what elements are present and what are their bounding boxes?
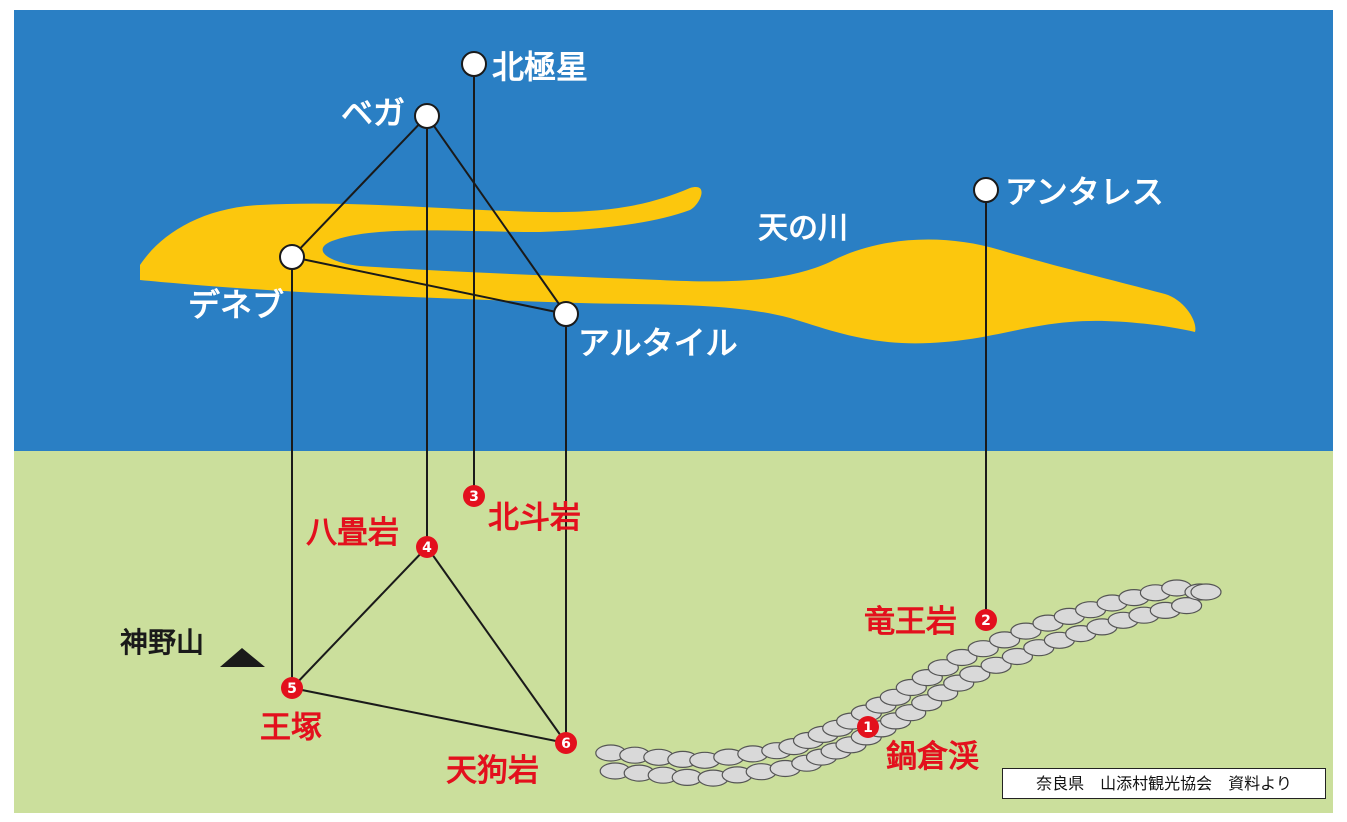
label-antares: アンタレス (1005, 173, 1164, 211)
path-stone (927, 659, 959, 677)
star-polaris-marker (461, 51, 487, 77)
label-polaris: 北極星 (492, 48, 588, 86)
path-stone (959, 665, 991, 683)
site-number-1: 1 (863, 720, 873, 736)
path-stone (1001, 647, 1034, 666)
site-number-3: 3 (469, 489, 479, 505)
site-marker-4: 4 (416, 536, 438, 558)
line-deneb-altair (291, 256, 567, 315)
label-site-3: 北斗岩 (488, 500, 581, 536)
path-stone (1010, 622, 1042, 640)
star-antares-marker (973, 177, 999, 203)
label-site-4: 八畳岩 (306, 515, 399, 551)
path-stone (1190, 583, 1222, 601)
site-number-6: 6 (561, 736, 571, 752)
site-marker-5: 5 (281, 677, 303, 699)
source-credit: 奈良県 山添村観光協会 資料より (1002, 768, 1326, 799)
path-stone (980, 656, 1012, 674)
label-site-6: 天狗岩 (446, 753, 539, 789)
label-deneb: デネブ (188, 286, 284, 324)
star-deneb-marker (279, 244, 305, 270)
line-hachijoiwa-tenguiwa (426, 546, 567, 744)
star-altair-marker (553, 301, 579, 327)
line-vega-deneb (291, 115, 428, 258)
label-milky-way: 天の川 (758, 211, 848, 246)
label-site-1: 鍋倉渓 (886, 739, 979, 775)
line-outsuka-tenguiwa (291, 687, 567, 744)
site-number-2: 2 (981, 613, 991, 629)
label-site-5: 王塚 (260, 710, 322, 746)
site-marker-1: 1 (857, 716, 879, 738)
star-markers (279, 51, 999, 327)
site-marker-6: 6 (555, 732, 577, 754)
path-stone (967, 640, 999, 658)
label-altair: アルタイル (578, 324, 738, 362)
label-site-2: 竜王岩 (864, 604, 957, 640)
site-number-4: 4 (422, 540, 432, 556)
label-vega: ベガ (341, 94, 405, 132)
line-hachijoiwa-outsuka (291, 546, 428, 689)
milky-way-band (140, 187, 1196, 344)
site-marker-3: 3 (463, 485, 485, 507)
label-mountain: 神野山 (120, 626, 204, 659)
site-markers: 1 2 3 4 5 6 (281, 485, 997, 754)
connection-lines (291, 64, 987, 744)
site-number-5: 5 (287, 681, 297, 697)
source-credit-text: 奈良県 山添村観光協会 資料より (1036, 774, 1292, 793)
nabekura-stone-path (595, 579, 1222, 787)
path-stone (946, 648, 978, 667)
line-vega-altair (426, 115, 567, 315)
site-marker-2: 2 (975, 609, 997, 631)
star-vega-marker (414, 103, 440, 129)
path-stone (988, 631, 1021, 649)
path-stone (1170, 596, 1203, 615)
mountain-icon (220, 648, 265, 667)
